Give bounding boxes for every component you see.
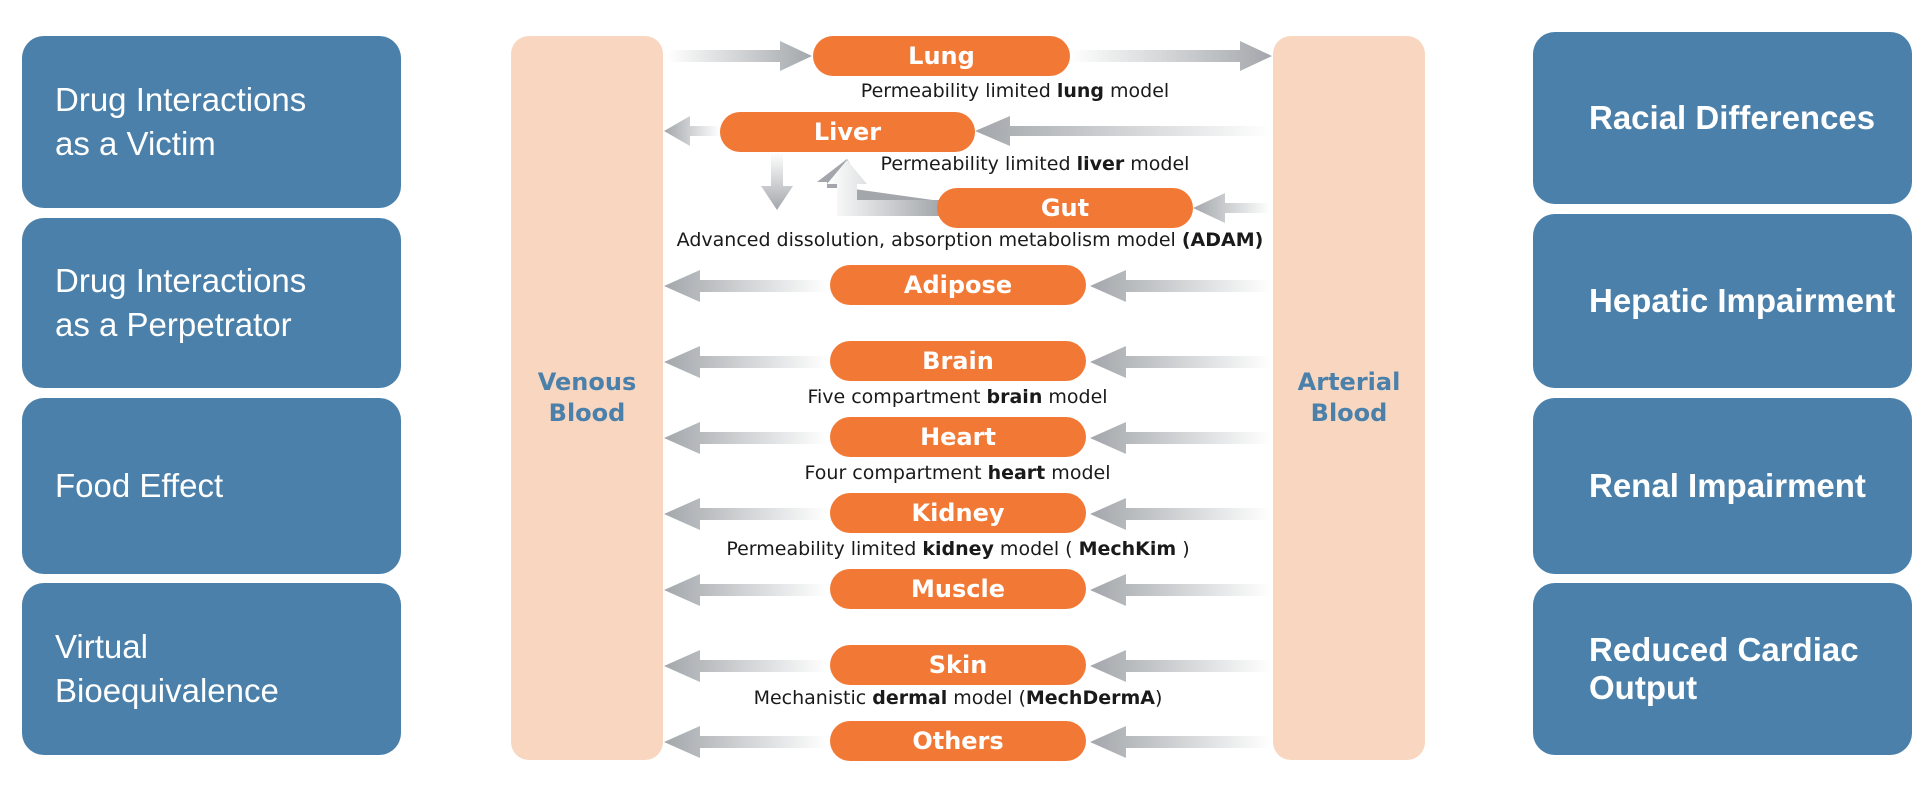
- arrow-gut-to-liver-vertical: [827, 160, 940, 216]
- caption-heart: Four compartment heart model: [804, 462, 1111, 484]
- organ-others: Others: [830, 721, 1086, 761]
- organ-lung: Lung: [813, 36, 1070, 76]
- arrow-arterial-to-gut: [1193, 193, 1270, 223]
- racial-differences-box: Racial Differences: [1533, 32, 1912, 204]
- drug-interactions-perpetrator-label: Drug Interactions as a Perpetrator: [55, 262, 307, 343]
- caption-brain: Five compartment brain model: [807, 386, 1108, 408]
- caption-liver: Permeability limited liver model: [880, 153, 1190, 175]
- renal-impairment-label: Renal Impairment: [1589, 467, 1866, 504]
- organ-skin: Skin: [830, 645, 1086, 685]
- arterial-blood-label: Arterial Blood: [1297, 368, 1401, 427]
- caption-skin: Mechanistic dermal model (MechDermA): [753, 687, 1163, 709]
- renal-impairment-box: Renal Impairment: [1533, 398, 1912, 574]
- organ-kidney: Kidney: [830, 493, 1086, 533]
- arrow-arterial-to-adipose: [1090, 270, 1270, 302]
- reduced-cardiac-output-label: Reduced Cardiac Output: [1589, 631, 1859, 706]
- arrow-arterial-to-heart: [1090, 422, 1270, 454]
- drug-interactions-victim-label: Drug Interactions as a Victim: [55, 81, 307, 162]
- arrow-liver-to-venous: [664, 116, 720, 146]
- arrow-arterial-to-others: [1090, 726, 1270, 758]
- arrow-arterial-to-skin: [1090, 650, 1270, 682]
- virtual-bioequivalence-box: Virtual Bioequivalence: [22, 583, 401, 755]
- caption-kidney: Permeability limited kidney model ( Mech…: [726, 538, 1190, 560]
- organ-row-arrows: [664, 270, 1270, 758]
- venous-blood-column: [511, 36, 663, 760]
- virtual-bioequivalence-label: Virtual Bioequivalence: [55, 628, 279, 709]
- organ-muscle: Muscle: [830, 569, 1086, 609]
- arrow-skin-to-venous: [664, 650, 827, 682]
- drug-interactions-perpetrator-box: Drug Interactions as a Perpetrator: [22, 218, 401, 388]
- arrow-venous-to-lung: [667, 41, 812, 71]
- arrow-arterial-to-muscle: [1090, 574, 1270, 606]
- hepatic-impairment-box: Hepatic Impairment: [1533, 214, 1912, 388]
- arrow-muscle-to-venous: [664, 574, 827, 606]
- organ-adipose: Adipose: [830, 265, 1086, 305]
- reduced-cardiac-output-box: Reduced Cardiac Output: [1533, 583, 1912, 755]
- organ-brain: Brain: [830, 341, 1086, 381]
- venous-blood-label: Venous Blood: [537, 368, 637, 427]
- arterial-blood-column: [1273, 36, 1425, 760]
- arrow-arterial-to-liver: [975, 116, 1270, 146]
- food-effect-label: Food Effect: [55, 467, 224, 504]
- arrow-others-to-venous: [664, 726, 827, 758]
- caption-lung: Permeability limited lung model: [860, 80, 1170, 102]
- arrow-arterial-to-kidney: [1090, 498, 1270, 530]
- drug-interactions-victim-box: Drug Interactions as a Victim: [22, 36, 401, 208]
- arrow-kidney-to-venous: [664, 498, 827, 530]
- arrow-brain-to-venous: [664, 346, 827, 378]
- arrow-heart-to-venous: [664, 422, 827, 454]
- caption-gut: Advanced dissolution, absorption metabol…: [676, 229, 1264, 251]
- organ-liver: Liver: [720, 112, 975, 152]
- hepatic-impairment-label: Hepatic Impairment: [1589, 282, 1896, 319]
- organ-gut: Gut: [937, 188, 1193, 228]
- racial-differences-label: Racial Differences: [1589, 99, 1876, 136]
- arrow-liver-down: [761, 153, 793, 210]
- arrow-adipose-to-venous: [664, 270, 827, 302]
- arrow-lung-to-arterial: [1070, 41, 1272, 71]
- arrow-arterial-to-brain: [1090, 346, 1270, 378]
- food-effect-box: Food Effect: [22, 398, 401, 574]
- organ-heart: Heart: [830, 417, 1086, 457]
